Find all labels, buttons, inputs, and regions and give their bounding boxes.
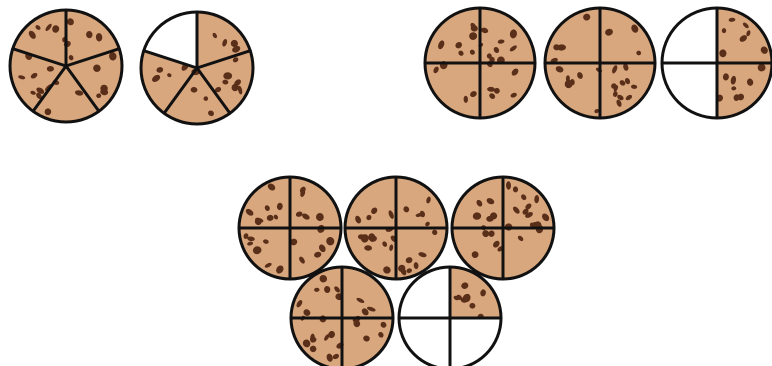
cookie (345, 177, 447, 279)
cookie (662, 8, 772, 118)
cookie (452, 177, 554, 279)
cookie (545, 8, 655, 118)
quarters-group-bottom (239, 177, 554, 366)
cookie (141, 12, 253, 124)
quarters-group-top (425, 8, 772, 118)
cookie (10, 10, 122, 122)
cookie (239, 177, 341, 279)
cookie (425, 8, 535, 118)
fifths-group (10, 10, 253, 124)
cookie (291, 267, 393, 366)
cookie (399, 267, 501, 366)
